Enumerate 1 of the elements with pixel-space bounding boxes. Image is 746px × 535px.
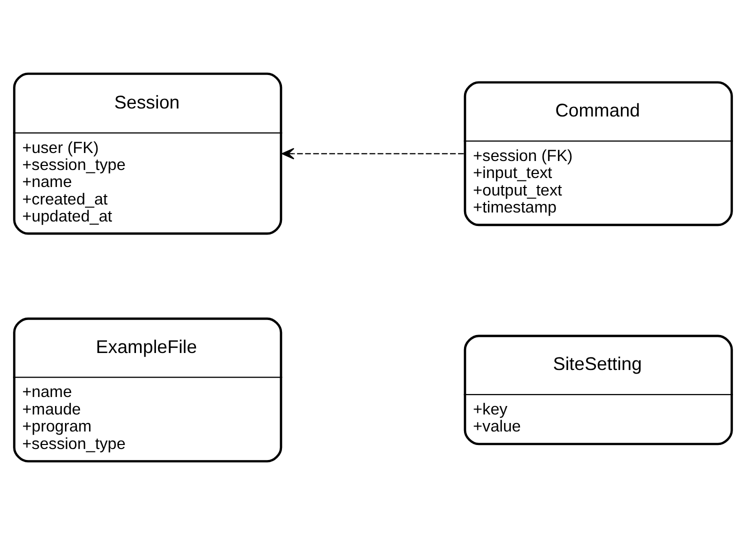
- arrow: [282, 148, 464, 160]
